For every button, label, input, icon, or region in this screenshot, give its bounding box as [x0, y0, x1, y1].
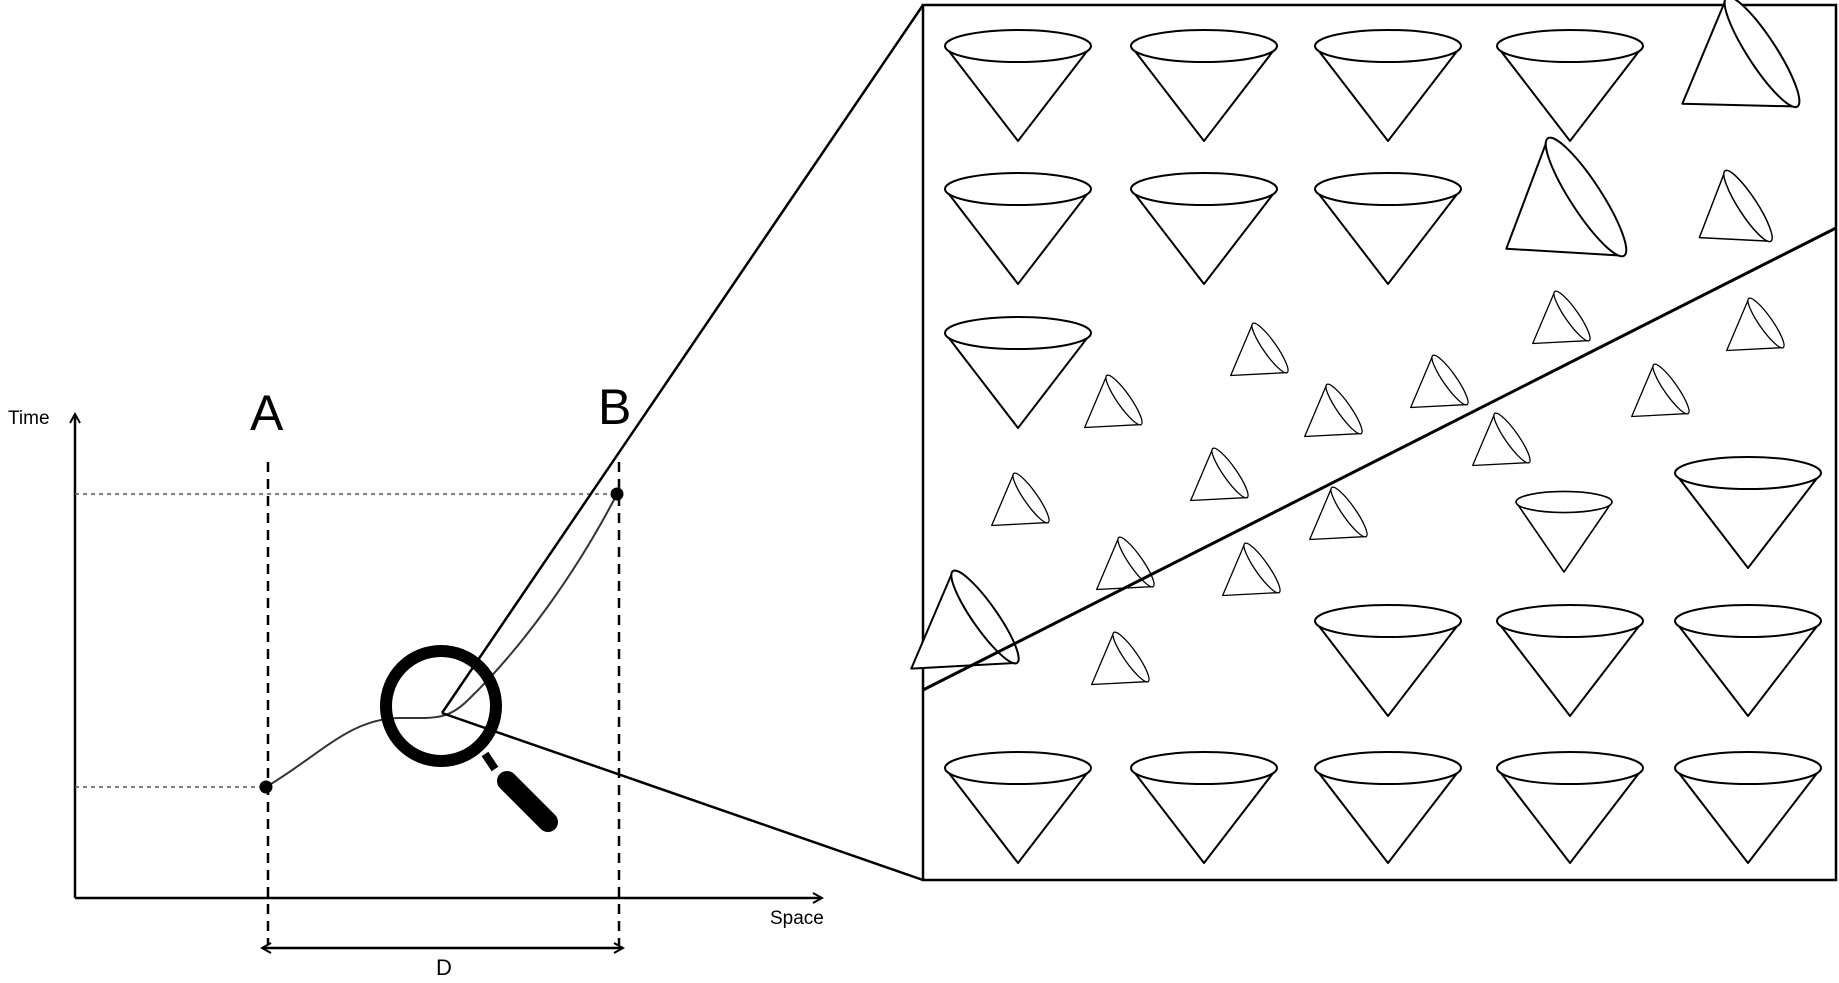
- light-cone-icon: [1674, 603, 1822, 717]
- light-cone-icon: [1698, 169, 1773, 243]
- light-cone-icon: [1309, 486, 1368, 541]
- event-b-dot: [610, 487, 624, 501]
- light-cone-icon: [944, 28, 1092, 142]
- light-cone-icon: [1314, 171, 1462, 285]
- light-cone-icon: [1674, 455, 1822, 569]
- light-cone-icon: [1314, 28, 1462, 142]
- light-cone-icon: [1130, 171, 1278, 285]
- light-cone-icon: [1091, 631, 1150, 686]
- light-cone-icon: [944, 171, 1092, 285]
- light-cone-icon: [1681, 0, 1801, 109]
- event-a-dot: [259, 780, 273, 794]
- distance-label: D: [436, 955, 452, 980]
- light-cone-icon: [1631, 363, 1690, 418]
- light-cone-icon: [1532, 290, 1591, 345]
- time-axis-label: Time: [8, 408, 50, 429]
- light-cones-group: [910, 0, 1822, 864]
- light-cone-icon: [1410, 354, 1469, 409]
- light-cone-icon: [1096, 536, 1155, 591]
- light-cone-icon: [1515, 490, 1613, 573]
- zoom-line-top: [440, 4, 925, 714]
- magnifier-icon: [380, 645, 558, 832]
- light-cone-icon: [1496, 28, 1644, 142]
- light-cone-icon: [991, 472, 1050, 527]
- light-cone-icon: [1314, 603, 1462, 717]
- worldline-curve: [265, 493, 618, 788]
- light-cone-icon: [1222, 542, 1281, 597]
- light-cone-icon: [944, 315, 1092, 429]
- light-cone-icon: [1496, 603, 1644, 717]
- light-cone-icon: [944, 750, 1092, 864]
- light-cone-icon: [1084, 374, 1143, 429]
- light-cone-icon: [1130, 28, 1278, 142]
- point-a-label: A: [250, 385, 284, 441]
- light-cone-icon: [1496, 750, 1644, 864]
- light-cone-icon: [1304, 383, 1363, 438]
- zoom-panel: [921, 3, 1838, 882]
- boundary-line: [922, 226, 1837, 692]
- light-cone-icon: [1505, 136, 1628, 258]
- space-axis-label: Space: [770, 908, 824, 929]
- axes: Time Space: [8, 408, 824, 929]
- light-cone-icon: [1130, 750, 1278, 864]
- light-cone-icon: [1726, 297, 1785, 352]
- light-cone-icon: [1472, 412, 1531, 467]
- zoom-line-bottom: [441, 711, 924, 882]
- light-cone-icon: [910, 569, 1020, 670]
- light-cone-icon: [1230, 322, 1289, 377]
- point-b-label: B: [598, 379, 631, 435]
- light-cone-icon: [1314, 750, 1462, 864]
- light-cone-icon: [1674, 750, 1822, 864]
- light-cone-icon: [1190, 447, 1249, 502]
